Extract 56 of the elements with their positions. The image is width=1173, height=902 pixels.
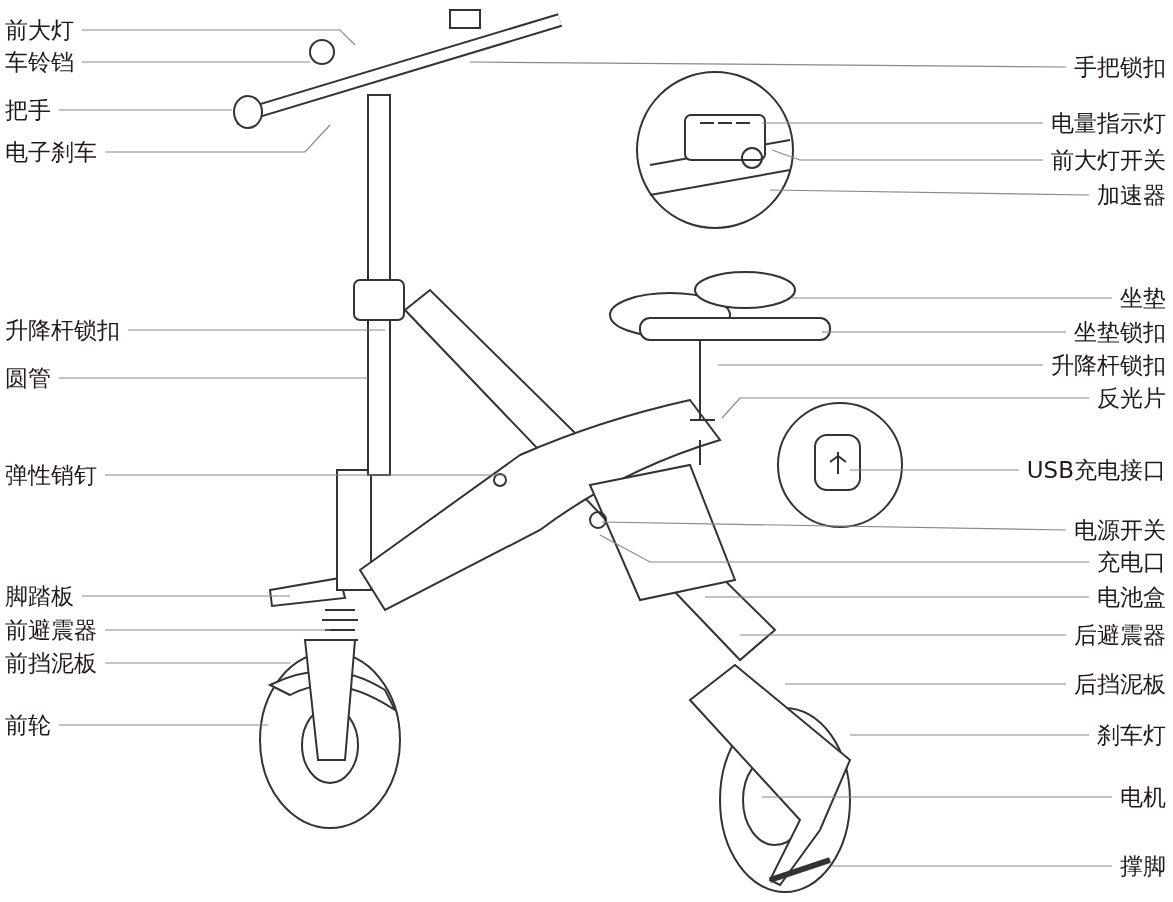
leader-line xyxy=(81,595,291,597)
leader-line xyxy=(761,122,1044,124)
leader-line xyxy=(769,189,1090,196)
leader-line xyxy=(104,629,331,631)
leader-line xyxy=(784,683,1067,685)
part-label: 脚踏板 xyxy=(5,582,74,610)
leader-line xyxy=(721,397,1090,419)
part-label: 撑脚 xyxy=(1120,852,1166,880)
part-label: 前避震器 xyxy=(5,616,97,644)
part-label: 前大灯 xyxy=(5,16,74,44)
leader-line xyxy=(849,469,1020,471)
part-label: 弹性销钉 xyxy=(5,461,97,489)
part-label: 反光片 xyxy=(1097,384,1166,412)
part-label: 车铃铛 xyxy=(5,48,74,76)
part-label: 电池盒 xyxy=(1097,583,1166,611)
part-label: 前大灯开关 xyxy=(1051,146,1166,174)
part-label: 后避震器 xyxy=(1074,621,1166,649)
leader-line xyxy=(81,29,356,46)
leader-line xyxy=(771,149,1044,161)
part-label: 手把锁扣 xyxy=(1074,53,1166,81)
leader-line xyxy=(469,61,1067,68)
part-label: 前轮 xyxy=(5,711,51,739)
part-label: 把手 xyxy=(5,96,51,124)
leader-line xyxy=(58,724,269,726)
part-label: 电机 xyxy=(1120,783,1166,811)
part-label: 坐垫 xyxy=(1120,284,1166,312)
part-label: 充电口 xyxy=(1097,548,1166,576)
part-label: 升降杆锁扣 xyxy=(5,316,120,344)
part-label: USB充电接口 xyxy=(1026,456,1166,484)
part-label: 刹车灯 xyxy=(1097,721,1166,749)
leader-line xyxy=(599,534,1090,563)
leader-line xyxy=(739,634,1067,636)
part-label: 电子刹车 xyxy=(5,138,97,166)
part-label: 后挡泥板 xyxy=(1074,670,1166,698)
part-label: 加速器 xyxy=(1097,181,1166,209)
leader-line xyxy=(791,297,1113,299)
leader-line xyxy=(127,329,386,331)
leader-line xyxy=(821,331,1067,333)
part-label: 升降杆锁扣 xyxy=(1051,351,1166,379)
leader-line xyxy=(104,124,331,153)
leader-line xyxy=(601,521,1067,531)
leader-line xyxy=(104,662,291,664)
leader-line xyxy=(58,109,233,111)
part-label: 坐垫锁扣 xyxy=(1074,318,1166,346)
leader-line xyxy=(849,734,1090,736)
leader-line xyxy=(717,364,1044,366)
leader-line xyxy=(761,796,1113,798)
part-label: 圆管 xyxy=(5,364,51,392)
leader-line xyxy=(58,377,369,379)
leader-line xyxy=(704,596,1090,598)
leader-line xyxy=(81,61,311,63)
leader-line xyxy=(104,474,506,476)
leader-line xyxy=(831,865,1113,867)
part-label: 前挡泥板 xyxy=(5,649,97,677)
part-label: 电源开关 xyxy=(1074,516,1166,544)
part-label: 电量指示灯 xyxy=(1051,109,1166,137)
